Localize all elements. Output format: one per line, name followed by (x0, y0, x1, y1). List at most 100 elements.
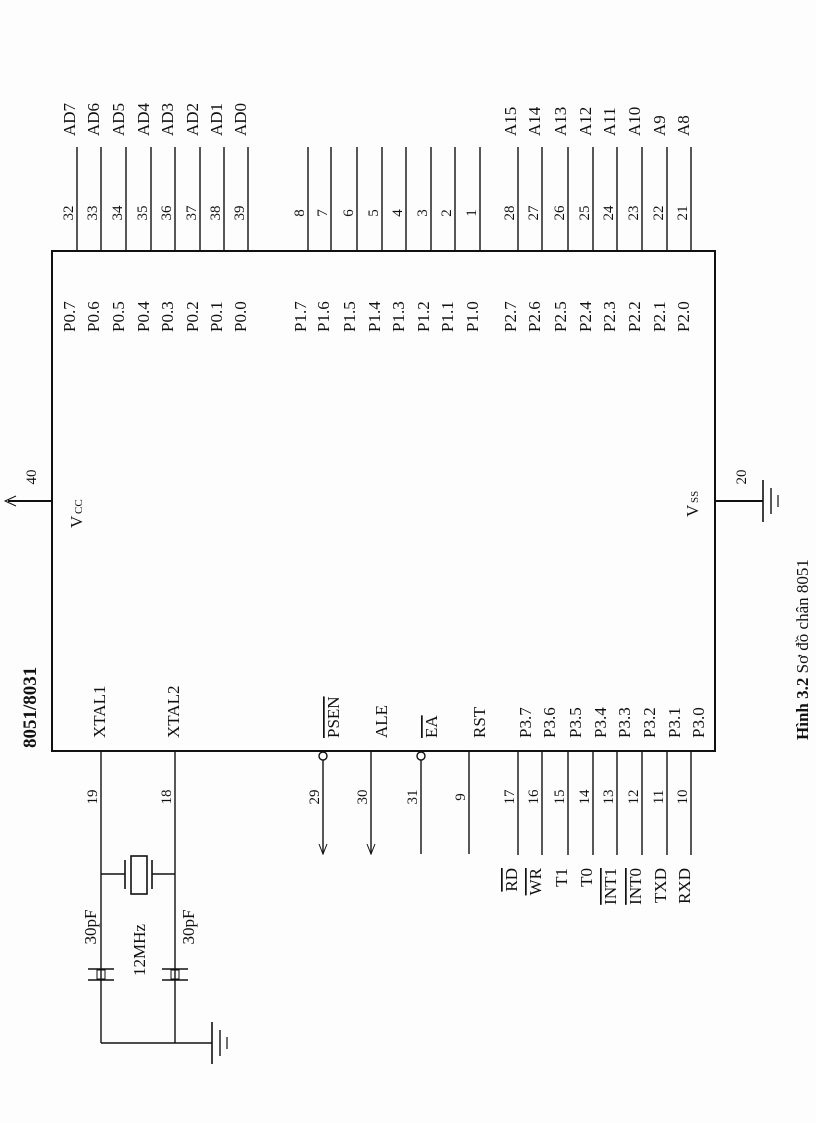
cap2-label: 30pF (179, 910, 198, 945)
pin-number-30: 30 (355, 790, 371, 805)
pin-label-P2.7: P2.7 (501, 301, 520, 332)
signal-label-A10: A10 (625, 107, 644, 136)
vss-subscript: SS (689, 491, 701, 503)
signal-label-A8: A8 (674, 115, 693, 136)
vcc-pin-number: 40 (24, 470, 40, 485)
figure-caption: Hình 3.2 Sơ đồ chân 8051 (793, 559, 812, 740)
signal-label-AD5: AD5 (109, 103, 128, 136)
pin-label-P0.7: P0.7 (60, 301, 79, 332)
signal-label-A13: A13 (551, 107, 570, 136)
crystal-label: 12MHz (130, 924, 149, 976)
signal-label-RXD: RXD (675, 868, 694, 904)
pin-label-EA: EA (422, 715, 441, 738)
pin-number-9: 9 (453, 793, 469, 801)
pin-label-P1.1: P1.1 (438, 301, 457, 332)
pin-label-P2.1: P2.1 (650, 301, 669, 332)
pin-number-32: 32 (61, 206, 77, 221)
chip-title: 8051/8031 (20, 667, 41, 748)
pin-number-21: 21 (675, 206, 691, 221)
vcc-subscript: CC (73, 499, 85, 514)
pin-label-P0.6: P0.6 (84, 301, 103, 332)
cap2-gap (170, 969, 180, 980)
pin-label-P0.3: P0.3 (158, 301, 177, 332)
pin-number-39: 39 (232, 206, 248, 221)
signal-label-AD0: AD0 (231, 103, 250, 136)
arrow-PSEN-icon (318, 843, 328, 856)
pin-label-XTAL2: XTAL2 (164, 686, 183, 738)
pin-label-ALE: ALE (372, 705, 391, 738)
signal-label-AD2: AD2 (183, 103, 202, 136)
pin-label-P3.0: P3.0 (689, 707, 708, 738)
cap1-label: 30pF (81, 910, 100, 945)
caption-label: Hình 3.2 (793, 678, 812, 740)
inversion-bubble-EA (416, 751, 426, 761)
vss-pin-number: 20 (734, 470, 750, 485)
pin-number-15: 15 (552, 790, 568, 805)
pin-label-P0.1: P0.1 (207, 301, 226, 332)
pin-label-PSEN: PSEN (324, 696, 343, 738)
pin-number-12: 12 (626, 790, 642, 805)
pin-label-P1.6: P1.6 (314, 301, 333, 332)
pin-number-6: 6 (341, 209, 357, 217)
pin-label-P2.5: P2.5 (551, 301, 570, 332)
pin-label-P3.4: P3.4 (591, 707, 610, 738)
pin-label-RST: RST (470, 706, 489, 738)
cap1-gap (96, 969, 106, 980)
pin-number-29: 29 (307, 790, 323, 805)
pin-number-11: 11 (651, 790, 667, 804)
signal-label-INT1: INT1 (601, 868, 620, 905)
pin-label-P3.7: P3.7 (516, 707, 535, 738)
pin-number-4: 4 (390, 209, 406, 217)
pin-number-19: 19 (85, 790, 101, 805)
signal-label-T1: T1 (552, 868, 571, 887)
arrow-ALE-icon (366, 843, 376, 856)
pin-number-31: 31 (405, 790, 421, 805)
vss-label: V (683, 504, 702, 517)
pin-number-7: 7 (315, 209, 331, 217)
pin-label-P0.5: P0.5 (109, 301, 128, 332)
pin-number-37: 37 (184, 205, 200, 221)
pin-label-P1.2: P1.2 (414, 301, 433, 332)
pin-number-26: 26 (552, 205, 568, 221)
pin-label-P3.2: P3.2 (640, 707, 659, 738)
pin-number-1: 1 (464, 209, 480, 217)
signal-label-T0: T0 (577, 868, 596, 887)
signal-label-RD: RD (502, 868, 521, 892)
vcc-label: V (67, 515, 86, 528)
pin-label-P3.1: P3.1 (665, 707, 684, 738)
pin-label-P1.4: P1.4 (365, 301, 384, 332)
pin-number-5: 5 (366, 209, 382, 217)
signal-label-WR: WR (526, 867, 545, 895)
pin-label-P2.0: P2.0 (674, 301, 693, 332)
pin-label-P1.3: P1.3 (389, 301, 408, 332)
signal-label-AD3: AD3 (158, 103, 177, 136)
pin-label-P3.6: P3.6 (540, 707, 559, 738)
pin-label-P0.0: P0.0 (231, 301, 250, 332)
pin-number-8: 8 (292, 209, 308, 217)
signal-label-A12: A12 (576, 107, 595, 136)
pin-number-10: 10 (675, 790, 691, 805)
signal-label-AD6: AD6 (84, 103, 103, 136)
inversion-bubble-PSEN (318, 751, 328, 761)
pin-number-16: 16 (526, 789, 542, 805)
signal-label-A9: A9 (650, 115, 669, 136)
pin-number-14: 14 (577, 789, 593, 805)
signal-label-TXD: TXD (651, 868, 670, 903)
pin-number-35: 35 (135, 206, 151, 221)
pin-number-23: 23 (626, 206, 642, 221)
signal-label-A14: A14 (525, 106, 544, 136)
pin-label-P3.3: P3.3 (615, 707, 634, 738)
pin-number-27: 27 (526, 205, 542, 221)
pin-label-P1.0: P1.0 (463, 301, 482, 332)
signal-label-INT0: INT0 (626, 868, 645, 905)
pin-label-P0.4: P0.4 (134, 301, 153, 332)
pin-number-3: 3 (415, 209, 431, 217)
pin-label-P0.2: P0.2 (183, 301, 202, 332)
pin-number-33: 33 (85, 206, 101, 221)
crystal-icon (130, 855, 148, 895)
caption-text: Sơ đồ chân 8051 (793, 559, 812, 678)
pin-label-P2.2: P2.2 (625, 301, 644, 332)
pin-label-P2.4: P2.4 (576, 301, 595, 332)
